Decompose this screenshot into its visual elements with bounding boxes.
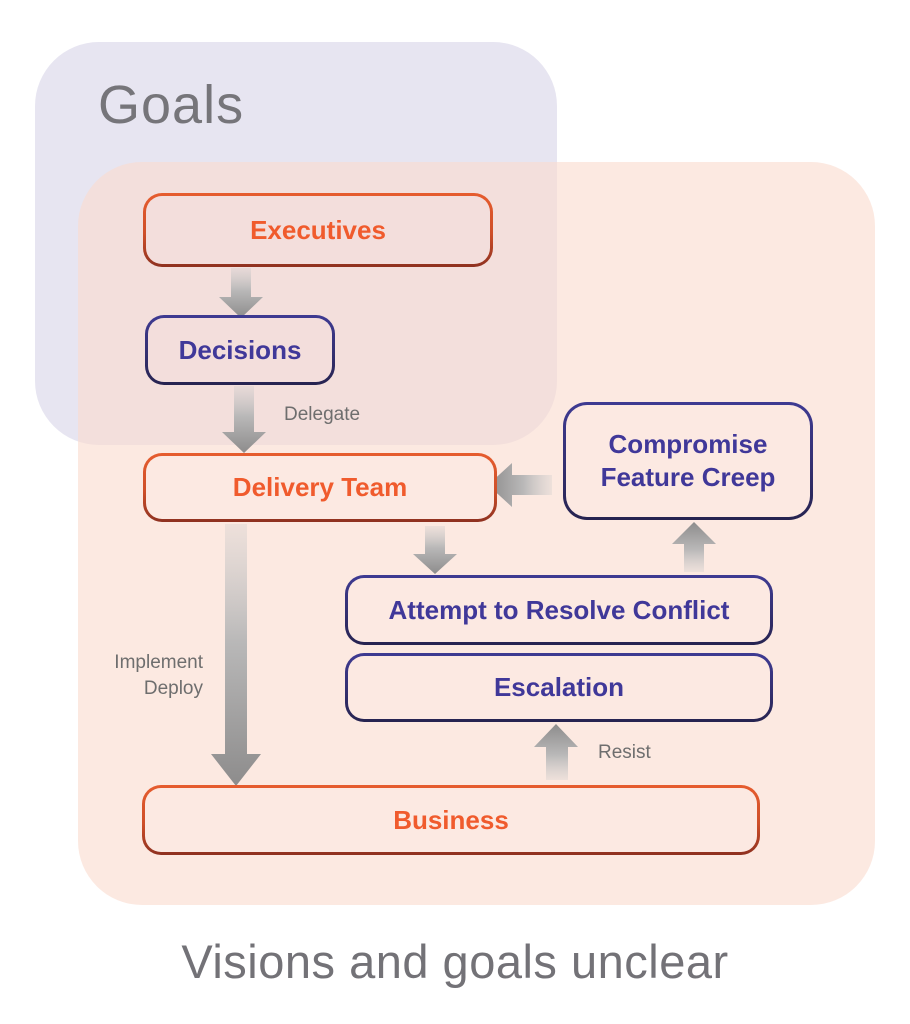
node-compromise-feature-creep: Compromise Feature Creep xyxy=(563,402,813,520)
arrow-decisions-to-delivery-team xyxy=(222,386,266,453)
edge-label-delegate: Delegate xyxy=(284,404,361,425)
node-attempt-to-resolve-conflict: Attempt to Resolve Conflict xyxy=(345,575,773,645)
arrow-attempt-to-compromise xyxy=(672,522,716,572)
goals-region-title: Goals xyxy=(98,75,245,135)
node-compromise-line1: Compromise xyxy=(608,429,768,459)
edge-label-deploy: Deploy xyxy=(143,678,203,699)
node-business-label: Business xyxy=(393,804,509,835)
node-executives-label: Executives xyxy=(250,214,386,245)
node-delivery-team: Delivery Team xyxy=(143,453,497,522)
edge-label-resist: Resist xyxy=(598,742,651,763)
node-delivery-team-label: Delivery Team xyxy=(232,472,408,502)
arrow-delivery-team-to-business xyxy=(211,524,261,786)
arrow-executives-to-decisions xyxy=(219,268,263,318)
node-compromise-line2: Feature Creep xyxy=(600,462,776,492)
node-escalation-label: Escalation xyxy=(493,672,625,702)
node-business: Business xyxy=(142,785,760,855)
node-compromise-label: Compromise Feature Creep xyxy=(601,428,776,494)
node-decisions-label: Decisions xyxy=(178,334,302,365)
edge-label-implement-deploy: Implement Deploy xyxy=(85,650,203,702)
node-decisions: Decisions xyxy=(145,315,335,385)
node-attempt-label: Attempt to Resolve Conflict xyxy=(388,594,730,625)
arrow-business-to-escalation xyxy=(534,724,578,780)
node-executives: Executives xyxy=(143,193,493,267)
edge-label-implement: Implement xyxy=(114,652,203,673)
node-escalation: Escalation xyxy=(345,653,773,722)
arrow-delivery-team-to-attempt xyxy=(413,526,457,574)
unclear-region-background xyxy=(78,162,875,905)
arrow-compromise-to-delivery-team xyxy=(488,463,552,507)
diagram-caption: Visions and goals unclear xyxy=(181,935,729,988)
